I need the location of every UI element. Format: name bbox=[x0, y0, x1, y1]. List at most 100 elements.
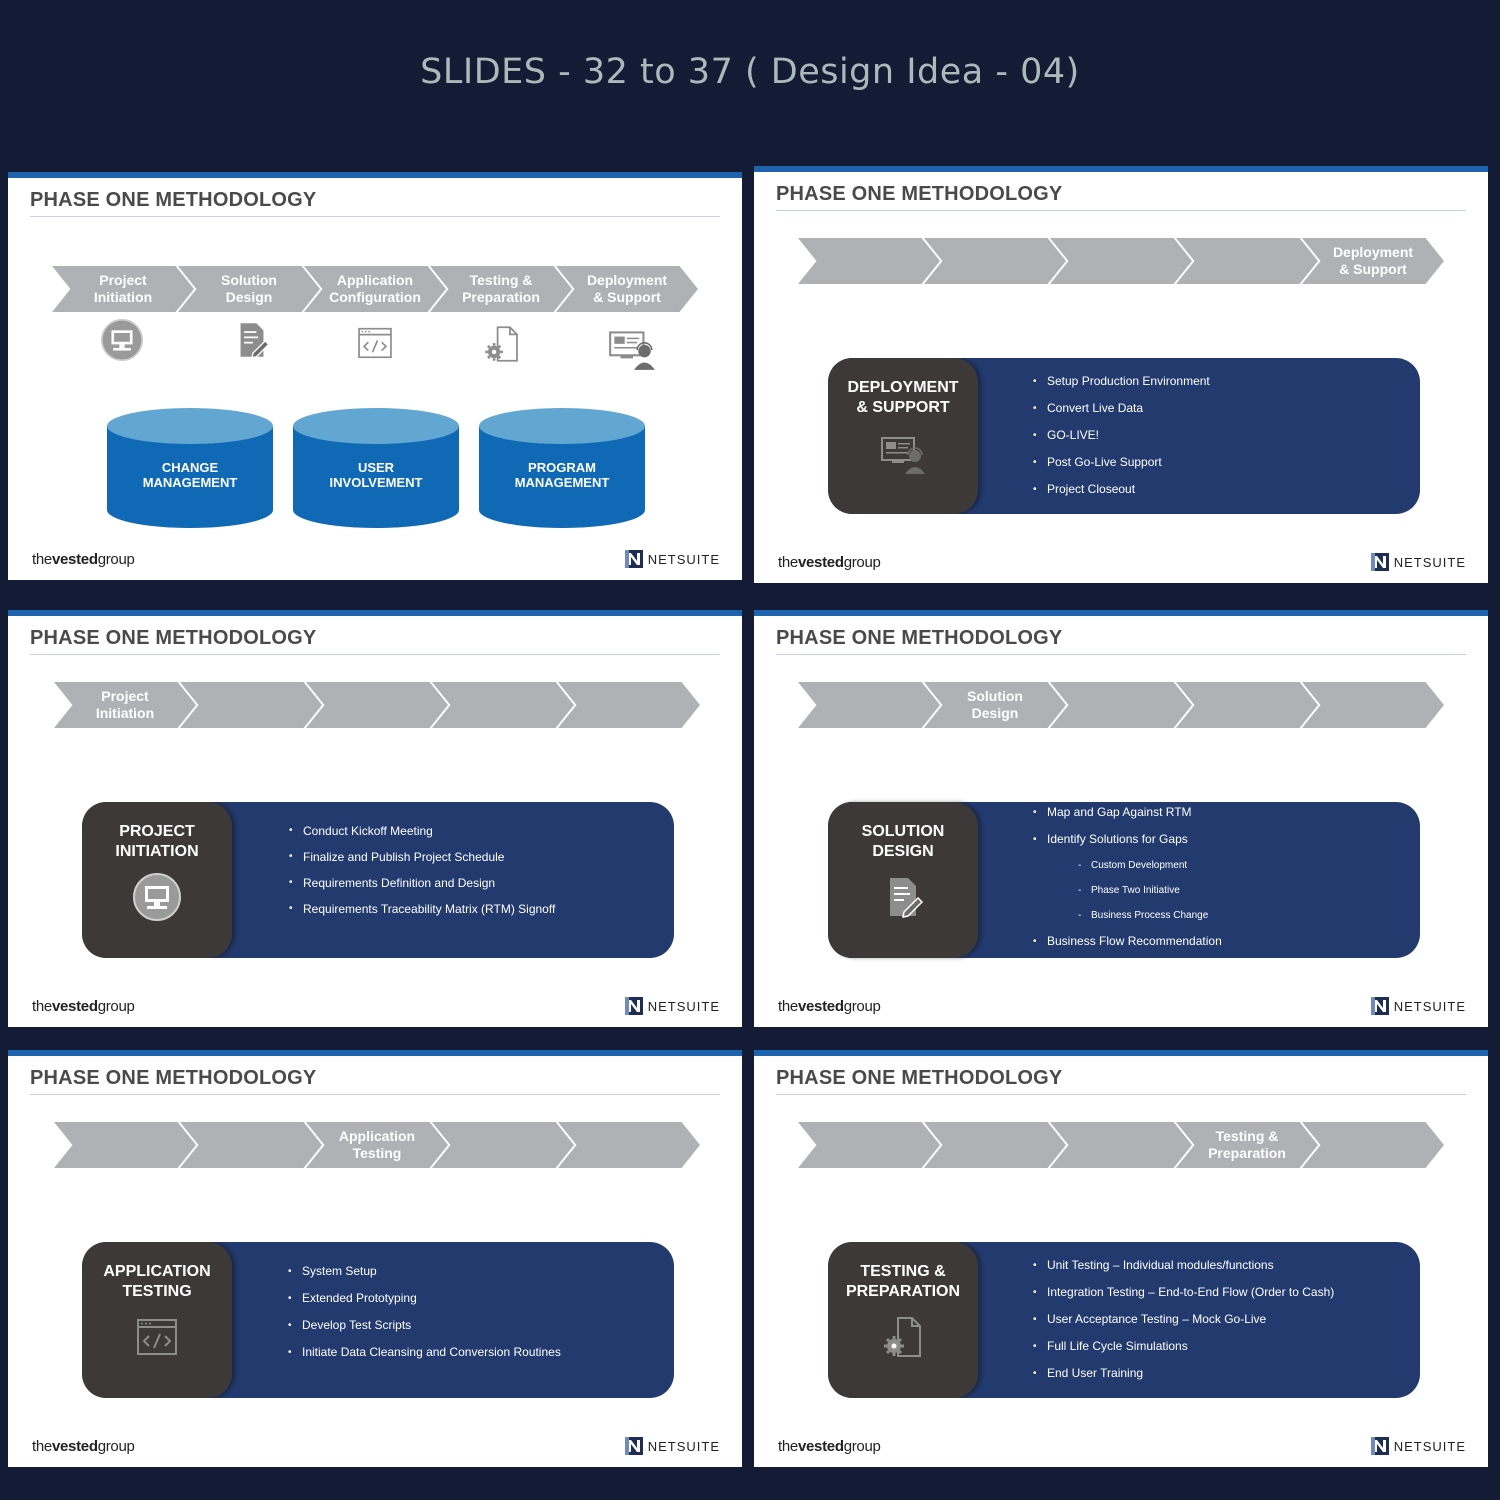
card-title: TESTING & PREPARATION bbox=[845, 1263, 961, 1300]
chevron-phase-4 bbox=[1176, 682, 1318, 728]
list-item: Post Go-Live Support bbox=[1033, 449, 1210, 476]
list-item: Convert Live Data bbox=[1033, 395, 1210, 422]
phase-title-panel: SOLUTION DESIGN bbox=[828, 802, 978, 958]
list-item: Business Flow Recommendation bbox=[1033, 928, 1222, 955]
slide-title: PHASE ONE METHODOLOGY bbox=[776, 183, 1063, 205]
list-item: Finalize and Publish Project Schedule bbox=[289, 844, 555, 870]
bullet-list: Unit Testing – Individual modules/functi… bbox=[1033, 1252, 1334, 1387]
list-item: Project Closeout bbox=[1033, 476, 1210, 503]
chevron-phase-4: Testing & Preparation bbox=[430, 266, 572, 312]
document-edit-icon bbox=[889, 877, 923, 918]
list-item: Develop Test Scripts bbox=[288, 1312, 561, 1339]
list-item: Conduct Kickoff Meeting bbox=[289, 818, 555, 844]
support-agent-icon bbox=[881, 437, 926, 475]
card-title: SOLUTION DESIGN bbox=[861, 823, 945, 860]
phase-detail-card: SOLUTION DESIGN Map and Gap Against RTM … bbox=[828, 799, 1420, 958]
slide-testing-preparation[interactable]: PHASE ONE METHODOLOGY Testing & Preparat… bbox=[754, 1050, 1488, 1467]
card-title: PROJECT INITIATION bbox=[115, 823, 199, 860]
chevron-phase-1 bbox=[798, 682, 940, 728]
chevron-phase-1 bbox=[798, 1122, 940, 1168]
sub-list-item: Phase Two Initiative bbox=[1033, 878, 1222, 903]
slide-title: PHASE ONE METHODOLOGY bbox=[30, 189, 317, 211]
list-item: End User Training bbox=[1033, 1360, 1334, 1387]
phase-chevron-row: Application Testing bbox=[54, 1122, 714, 1168]
chevron-label: Deployment & Support bbox=[586, 272, 668, 305]
list-item: Requirements Definition and Design bbox=[289, 870, 555, 896]
slide-top-bar bbox=[8, 1050, 742, 1056]
slide-project-initiation[interactable]: PHASE ONE METHODOLOGY Project Initiation… bbox=[8, 610, 742, 1027]
list-item: Full Life Cycle Simulations bbox=[1033, 1333, 1334, 1360]
chevron-phase-3 bbox=[1050, 238, 1192, 284]
title-divider bbox=[776, 1094, 1466, 1095]
netsuite-mark-icon bbox=[624, 997, 643, 1015]
chevron-phase-5 bbox=[558, 1122, 700, 1168]
slide-title: PHASE ONE METHODOLOGY bbox=[776, 627, 1063, 649]
chevron-phase-2: Solution Design bbox=[178, 266, 320, 312]
chevron-phase-3 bbox=[1050, 682, 1192, 728]
list-item: Extended Prototyping bbox=[288, 1285, 561, 1312]
netsuite-mark-icon bbox=[1370, 997, 1389, 1015]
phase-chevron-row: Solution Design bbox=[798, 682, 1458, 728]
chevron-label: Solution Design bbox=[967, 688, 1023, 721]
netsuite-mark-icon bbox=[624, 1437, 643, 1455]
slide-top-bar bbox=[8, 172, 742, 178]
title-divider bbox=[776, 210, 1466, 211]
chevron-label: Testing & Preparation bbox=[1208, 1128, 1286, 1161]
phase-chevron-row: Project Initiation bbox=[54, 682, 714, 728]
vested-group-logo: thevestedgroup bbox=[32, 551, 135, 568]
monitor-icon bbox=[100, 318, 144, 362]
title-divider bbox=[30, 216, 720, 217]
list-item: User Acceptance Testing – Mock Go-Live bbox=[1033, 1306, 1334, 1333]
code-window-icon bbox=[358, 327, 392, 359]
list-item: Requirements Traceability Matrix (RTM) S… bbox=[289, 896, 555, 922]
chevron-phase-3-active: Application Testing bbox=[306, 1122, 448, 1168]
sub-list-item: Custom Development bbox=[1033, 853, 1222, 878]
phase-title-panel: TESTING & PREPARATION bbox=[828, 1242, 978, 1398]
phase-detail-card: PROJECT INITIATION Conduct Kickoff Meeti… bbox=[82, 802, 674, 958]
vested-group-logo: thevestedgroup bbox=[778, 998, 881, 1015]
netsuite-logo: NETSUITE bbox=[624, 997, 720, 1015]
chevron-label: Project Initiation bbox=[95, 688, 155, 721]
list-item: Unit Testing – Individual modules/functi… bbox=[1033, 1252, 1334, 1279]
phase-chevron-row: Deployment & Support bbox=[798, 238, 1458, 284]
pillar-program-management: PROGRAM MANAGEMENT bbox=[479, 408, 645, 528]
slide-solution-design[interactable]: PHASE ONE METHODOLOGY Solution Design SO… bbox=[754, 610, 1488, 1027]
chevron-phase-5 bbox=[558, 682, 700, 728]
gear-document-icon bbox=[882, 1316, 922, 1358]
chevron-phase-4-active: Testing & Preparation bbox=[1176, 1122, 1318, 1168]
netsuite-logo: NETSUITE bbox=[624, 1437, 720, 1455]
netsuite-logo: NETSUITE bbox=[1370, 553, 1466, 571]
list-item: Map and Gap Against RTM bbox=[1033, 799, 1222, 826]
slide-top-bar bbox=[754, 610, 1488, 616]
chevron-phase-4 bbox=[432, 682, 574, 728]
netsuite-mark-icon bbox=[1370, 1437, 1389, 1455]
chevron-phase-5-active: Deployment & Support bbox=[1302, 238, 1444, 284]
chevron-phase-1-active: Project Initiation bbox=[54, 682, 196, 728]
bullet-list: System Setup Extended Prototyping Develo… bbox=[288, 1258, 561, 1366]
netsuite-logo: NETSUITE bbox=[1370, 997, 1466, 1015]
pillar-user-involvement: USER INVOLVEMENT bbox=[293, 408, 459, 528]
phase-title-panel: PROJECT INITIATION bbox=[82, 802, 232, 958]
list-item: Setup Production Environment bbox=[1033, 368, 1210, 395]
slide-application-testing[interactable]: PHASE ONE METHODOLOGY Application Testin… bbox=[8, 1050, 742, 1467]
list-item: Identify Solutions for Gaps bbox=[1033, 826, 1222, 853]
support-agent-icon bbox=[609, 331, 656, 371]
monitor-icon bbox=[133, 873, 181, 921]
bullet-list: Setup Production Environment Convert Liv… bbox=[1033, 368, 1210, 503]
chevron-label: Project Initiation bbox=[93, 272, 153, 305]
document-edit-icon bbox=[239, 322, 270, 359]
bullet-list: Conduct Kickoff Meeting Finalize and Pub… bbox=[289, 818, 555, 922]
chevron-phase-3 bbox=[306, 682, 448, 728]
list-item: System Setup bbox=[288, 1258, 561, 1285]
vested-group-logo: thevestedgroup bbox=[778, 554, 881, 571]
phase-detail-card: TESTING & PREPARATION Unit Testing – Ind… bbox=[828, 1242, 1420, 1398]
slide-top-bar bbox=[754, 166, 1488, 172]
slide-overview[interactable]: PHASE ONE METHODOLOGY Project Initiation… bbox=[8, 172, 742, 580]
chevron-phase-2 bbox=[924, 1122, 1066, 1168]
gear-document-icon bbox=[483, 325, 519, 363]
code-window-icon bbox=[137, 1319, 177, 1355]
chevron-label: Application Configuration bbox=[329, 272, 421, 305]
vested-group-logo: thevestedgroup bbox=[32, 1438, 135, 1455]
chevron-label: Solution Design bbox=[221, 272, 277, 305]
slide-deployment-support[interactable]: PHASE ONE METHODOLOGY Deployment & Suppo… bbox=[754, 166, 1488, 583]
